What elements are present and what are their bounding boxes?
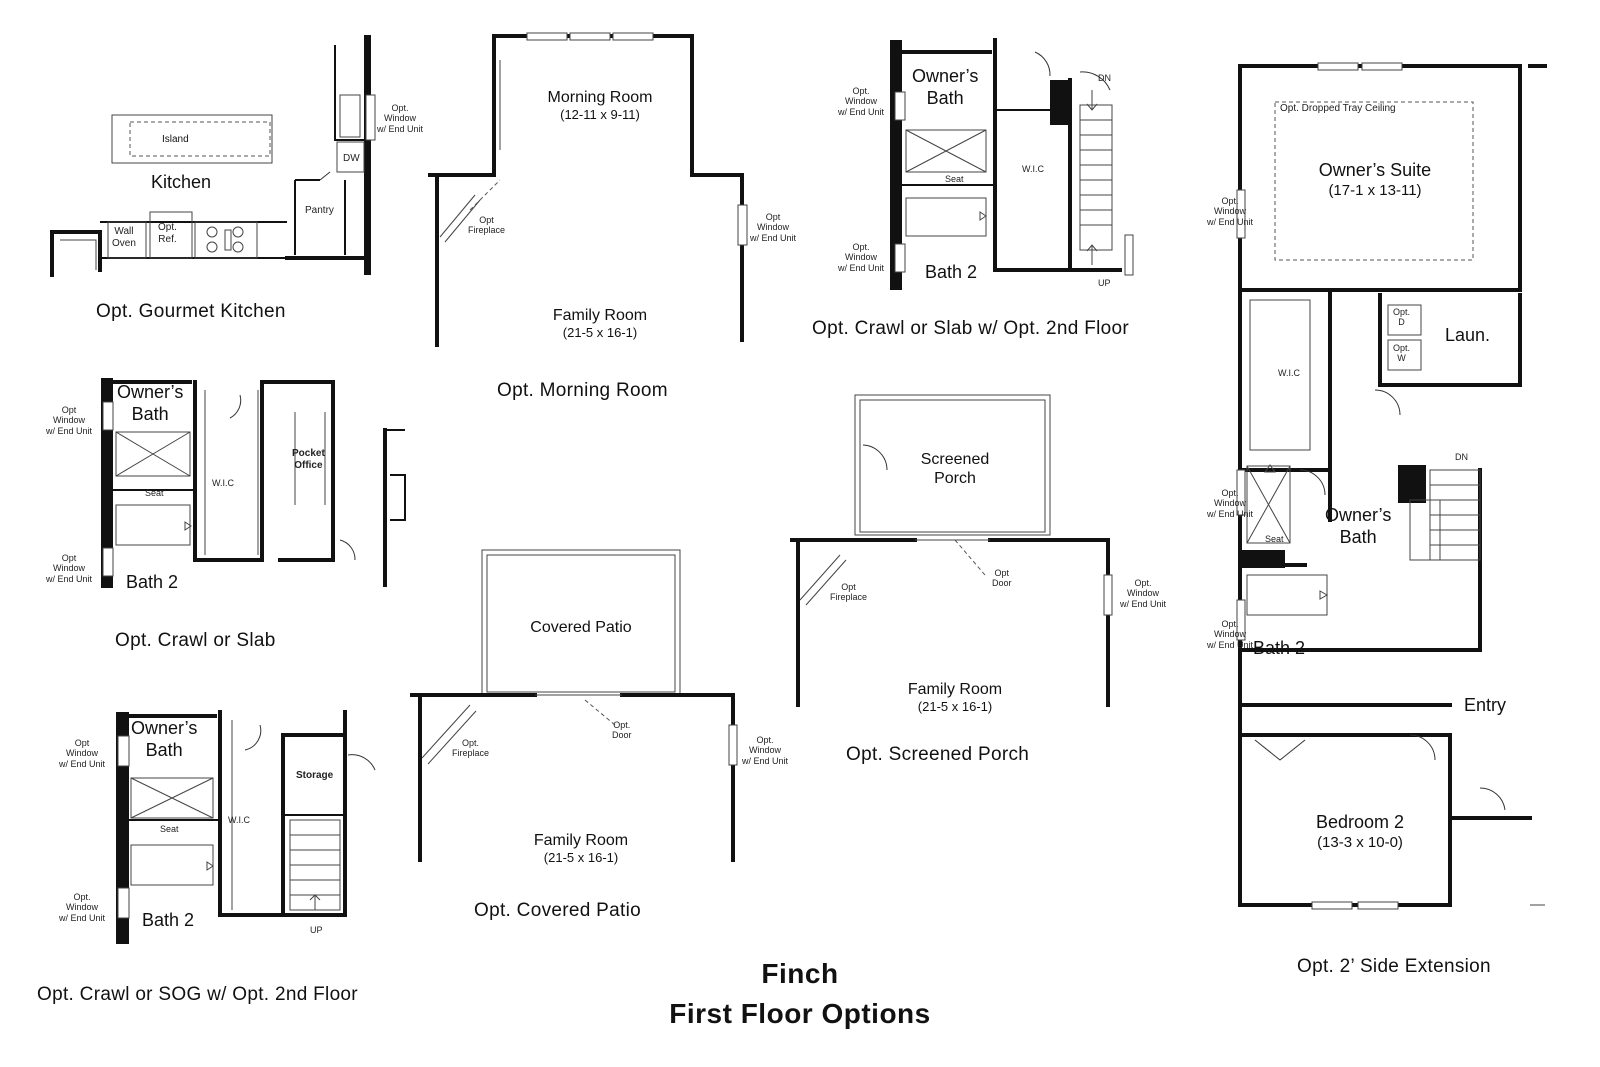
sog-seat-label: Seat	[160, 824, 179, 834]
crawl-sog-2nd-floor-plan	[116, 710, 376, 944]
opt-d-label: Opt.D	[1393, 307, 1411, 328]
caption-morning-room: Opt. Morning Room	[497, 380, 668, 401]
morning-family-room-label: Family Room (21-5 x 16-1)	[552, 307, 648, 341]
storage-label: Storage	[296, 770, 334, 781]
crawl2-wic-label: W.I.C	[1022, 164, 1044, 174]
patio-family-room-label: Family Room (21-5 x 16-1)	[533, 832, 629, 866]
patio-door-label: Opt.Door	[612, 720, 632, 741]
patio-fireplace-label: Opt.Fireplace	[452, 738, 490, 759]
porch-family-room-label: Family Room (21-5 x 16-1)	[907, 681, 1003, 715]
morning-room-plan	[428, 32, 748, 347]
ext-bath2-label: Bath 2	[1253, 638, 1306, 658]
dw-label: DW	[343, 153, 360, 164]
ext-wic-label: W.I.C	[1278, 368, 1300, 378]
crawl-slab-2nd-floor-plan	[890, 38, 1134, 290]
ext-dn-label: DN	[1455, 452, 1468, 462]
owners-suite-label: Owner’s Suite (17-1 x 13-11)	[1318, 160, 1432, 199]
plan-title: Finch	[761, 958, 839, 989]
island-label: Island	[162, 134, 189, 145]
crawlslab-wic-label: W.I.C	[212, 478, 234, 488]
caption-side-extension: Opt. 2’ Side Extension	[1297, 956, 1491, 977]
caption-covered-patio: Opt. Covered Patio	[474, 900, 641, 921]
caption-crawl-sog-2nd: Opt. Crawl or SOG w/ Opt. 2nd Floor	[37, 984, 358, 1005]
pantry-label: Pantry	[305, 205, 334, 216]
caption-gourmet-kitchen: Opt. Gourmet Kitchen	[96, 301, 286, 322]
entry-label: Entry	[1464, 695, 1507, 715]
plan-subtitle: First Floor Options	[669, 998, 931, 1029]
sog-wic-label: W.I.C	[228, 815, 250, 825]
kitchen-label: Kitchen	[151, 172, 212, 192]
crawlslab-seat-label: Seat	[145, 488, 164, 498]
ext-seat-label: Seat	[1265, 534, 1284, 544]
sog-up-label: UP	[310, 925, 323, 935]
sog-bath2-label: Bath 2	[142, 910, 195, 930]
bedroom-2-label: Bedroom 2 (13-3 x 10-0)	[1315, 812, 1405, 851]
caption-crawl-slab: Opt. Crawl or Slab	[115, 630, 276, 651]
side-extension-plan	[1236, 62, 1547, 910]
covered-patio-plan	[410, 549, 738, 862]
covered-patio-label: Covered Patio	[530, 619, 632, 636]
tray-ceiling-label: Opt. Dropped Tray Ceiling	[1280, 103, 1396, 114]
gourmet-kitchen-plan	[50, 35, 376, 277]
crawl2-up-label: UP	[1098, 278, 1111, 288]
laundry-label: Laun.	[1445, 325, 1491, 345]
crawl-slab-plan	[101, 378, 406, 588]
opt-ref-label: Opt.Ref.	[158, 222, 177, 245]
screened-porch-plan	[790, 394, 1113, 707]
morning-room-label: Morning Room (12-11 x 9-11)	[547, 89, 653, 123]
caption-screened-porch: Opt. Screened Porch	[846, 744, 1030, 765]
crawl2-seat-label: Seat	[945, 174, 964, 184]
opt-w-label: Opt.W	[1393, 343, 1411, 364]
caption-crawl-2nd-floor: Opt. Crawl or Slab w/ Opt. 2nd Floor	[812, 318, 1130, 339]
crawlslab-bath2-label: Bath 2	[126, 572, 179, 592]
crawl2-bath2-label: Bath 2	[925, 262, 978, 282]
crawl2-dn-label: DN	[1098, 73, 1111, 83]
